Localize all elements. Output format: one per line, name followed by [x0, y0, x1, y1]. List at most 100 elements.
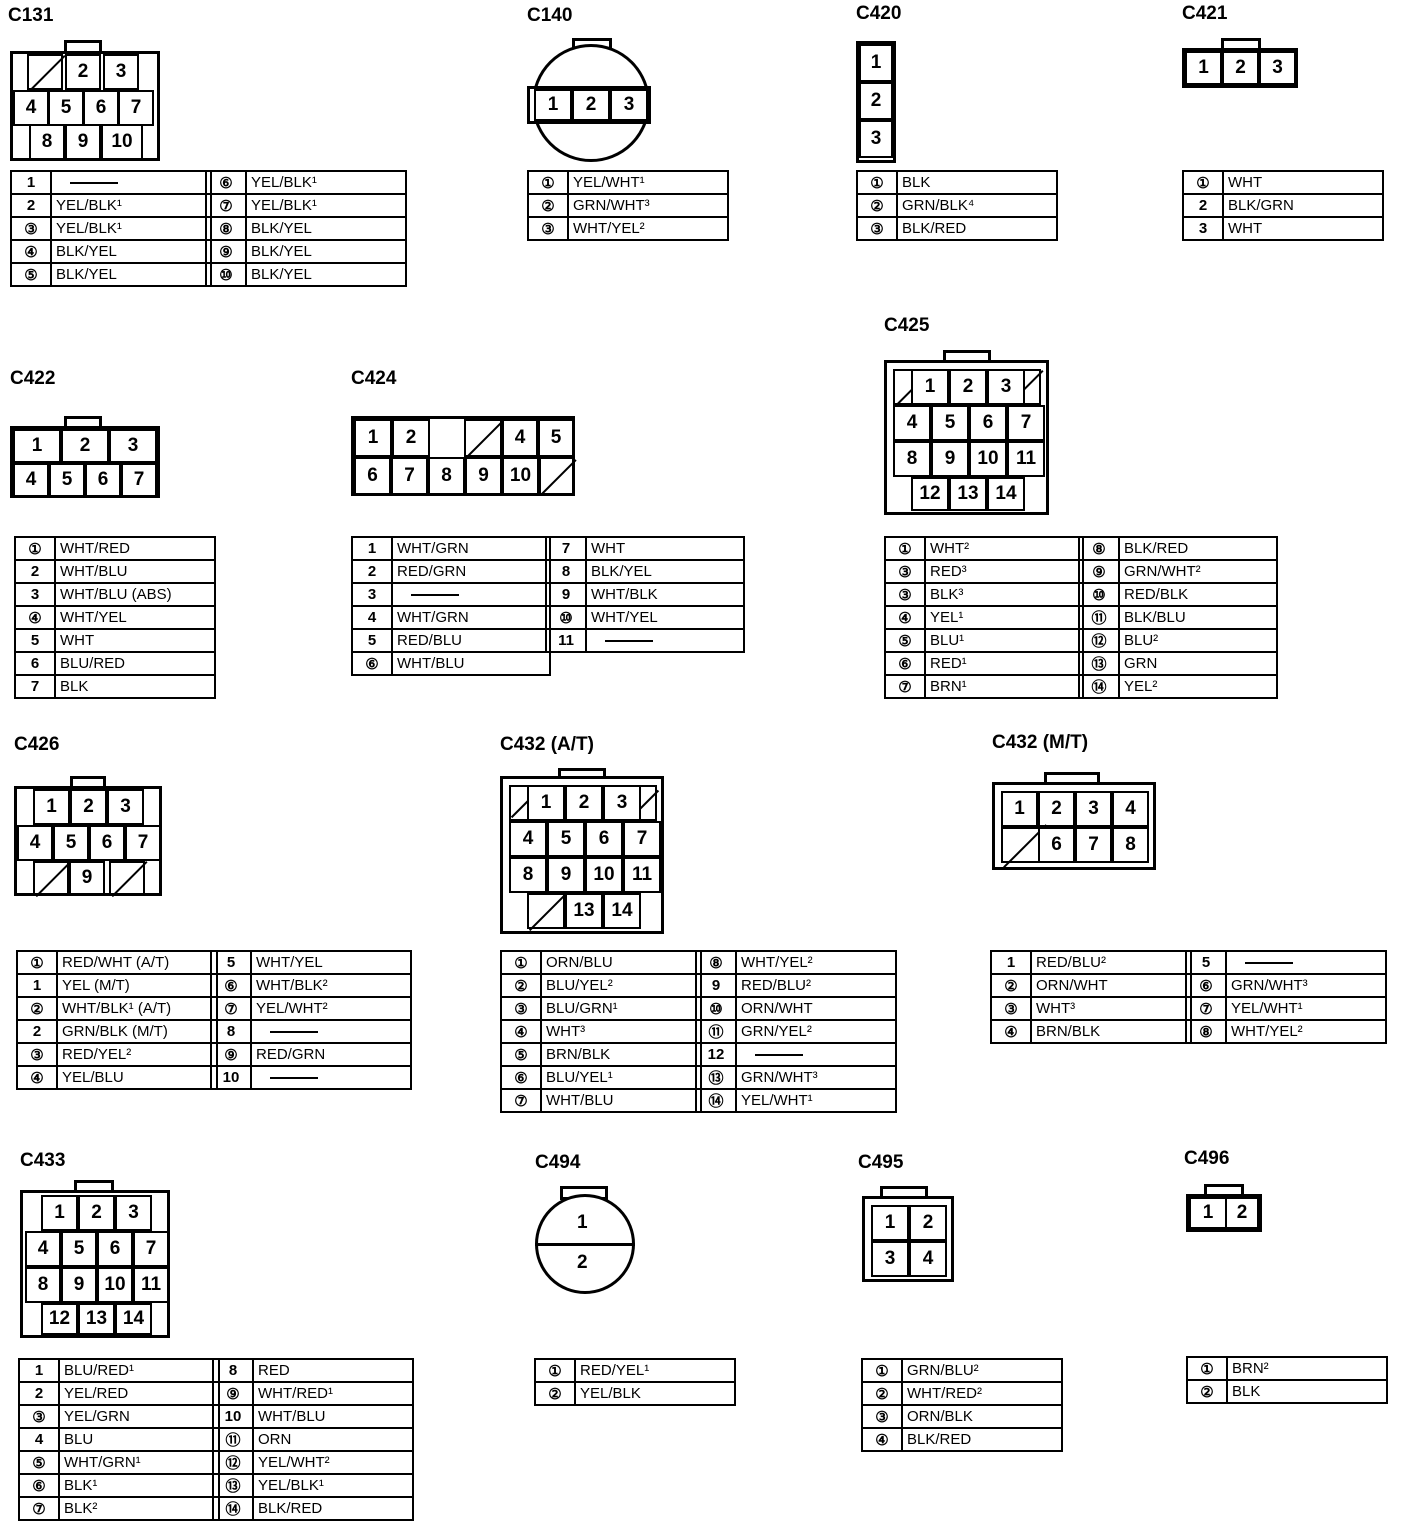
pin-number: ② — [861, 1381, 903, 1406]
wire-color: BLK/RED — [896, 216, 1058, 241]
pin-number: ④ — [500, 1019, 542, 1044]
pin-number: 10 — [212, 1404, 254, 1429]
wire-color — [585, 628, 745, 653]
pin-cell: 1 — [33, 789, 70, 825]
wire-color: BLK² — [58, 1496, 220, 1521]
wire-color: WHT³ — [540, 1019, 702, 1044]
pin-number: 1 — [16, 973, 58, 998]
wire-color: WHT/BLK² — [250, 973, 412, 998]
pin-cell: 2 — [949, 369, 987, 405]
pin-cell: 2 — [392, 419, 430, 457]
wire-color: YEL/BLK¹ — [252, 1473, 414, 1498]
pin-number: ⑤ — [18, 1450, 60, 1475]
pin-number: ③ — [856, 216, 898, 241]
wire-color: YEL/BLK¹ — [50, 193, 212, 218]
pin-cell: 7 — [125, 825, 161, 861]
wire-color: WHT — [54, 628, 216, 653]
pin-number: 1 — [990, 950, 1032, 975]
pin-cell: 4 — [17, 825, 53, 861]
pin-number: ① — [861, 1358, 903, 1383]
pin-number: 12 — [695, 1042, 737, 1067]
pin-number: ⑩ — [695, 996, 737, 1021]
pin-number: ① — [534, 1358, 576, 1383]
pin-number: 9 — [695, 973, 737, 998]
pin-cell: 5 — [61, 1231, 97, 1267]
pin-number: ① — [856, 170, 898, 195]
wire-color: WHT/BLK¹ (A/T) — [56, 996, 218, 1021]
connector-title: C422 — [10, 368, 56, 389]
pin-cell: 7 — [121, 463, 157, 497]
wire-color: BLK/YEL — [245, 239, 407, 264]
wire-color: RED³ — [924, 559, 1084, 584]
pin-number: ② — [856, 193, 898, 218]
wire-color: WHT/GRN¹ — [58, 1450, 220, 1475]
pin-cell: 2 — [859, 82, 893, 120]
pin-cell: 6 — [89, 825, 125, 861]
pin-number: 10 — [210, 1065, 252, 1090]
pin-cell: 12 — [911, 477, 949, 511]
table-row: 12 — [695, 1042, 897, 1067]
wire-color: RED/BLU — [391, 628, 551, 653]
connector-title: C426 — [14, 734, 60, 755]
pin-number: ⑬ — [212, 1473, 254, 1498]
pin-cell: 5 — [53, 825, 89, 861]
wire-color: WHT/BLU (ABS) — [54, 582, 216, 607]
pin-cell: 6 — [1038, 827, 1075, 863]
pin-number: ② — [1186, 1379, 1228, 1404]
wire-color: BLK/YEL — [50, 262, 212, 287]
wire-color: RED/WHT (A/T) — [56, 950, 218, 975]
pin-number: ③ — [10, 216, 52, 241]
pin-number: ② — [527, 193, 569, 218]
wire-color: BLK/YEL — [585, 559, 745, 584]
pin-number: ③ — [990, 996, 1032, 1021]
wire-color: GRN/YEL² — [735, 1019, 897, 1044]
connector-title: C494 — [535, 1152, 581, 1173]
wire-color: BLK³ — [924, 582, 1084, 607]
pin-cell: 6 — [85, 463, 121, 497]
connector-title: C432 (M/T) — [992, 732, 1089, 753]
wire-color: ORN — [252, 1427, 414, 1452]
pin-cell: 8 — [25, 1267, 61, 1303]
wire-color: WHT/RED — [54, 536, 216, 561]
pin-number: ⑫ — [212, 1450, 254, 1475]
pin-cell: 7 — [391, 457, 428, 495]
wire-color — [735, 1042, 897, 1067]
pin-number: ① — [1186, 1356, 1228, 1381]
pin-cell: 6 — [97, 1231, 133, 1267]
wire-color: BLU/RED — [54, 651, 216, 676]
wire-color: WHT — [1222, 216, 1384, 241]
pin-cell: 2 — [1038, 791, 1075, 827]
pin-cell: 8 — [509, 857, 547, 893]
wire-color — [250, 1019, 412, 1044]
pin-cell: 13 — [78, 1303, 115, 1335]
connector-title: C425 — [884, 315, 930, 336]
